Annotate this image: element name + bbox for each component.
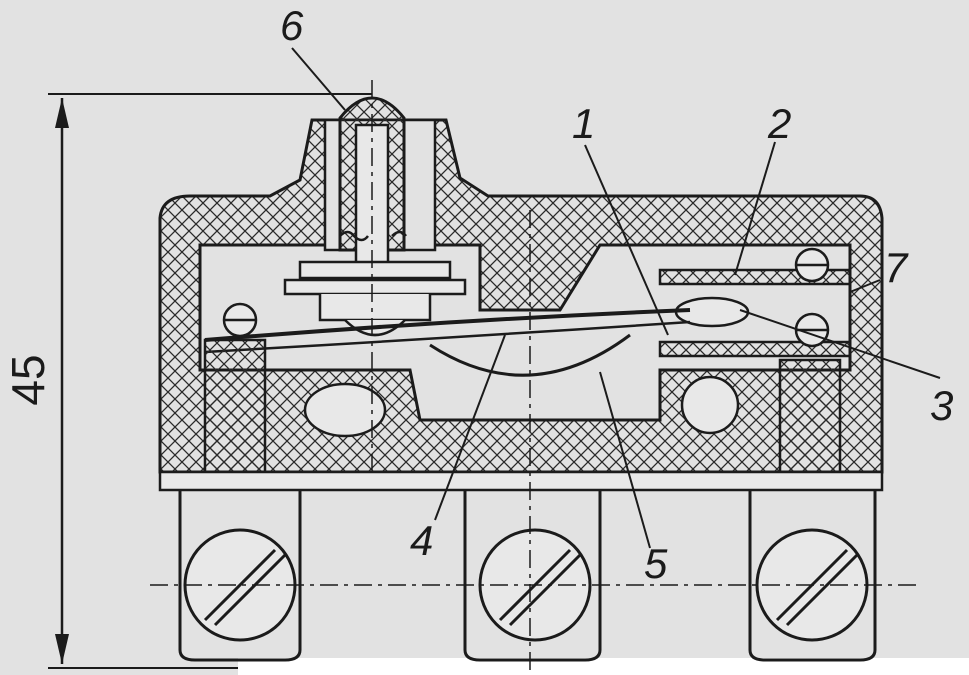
- callout-6: 6: [280, 2, 304, 49]
- snap-spring-strip: [204, 308, 691, 342]
- scan-margin: [238, 658, 969, 675]
- terminal-screws-internal: [222, 247, 830, 438]
- callout-7: 7: [884, 244, 909, 291]
- callout-2: 2: [767, 100, 791, 147]
- base-strip: [158, 470, 884, 492]
- terminal-posts: [203, 338, 842, 482]
- center-lines: [150, 80, 920, 670]
- height-dimension: [48, 93, 372, 669]
- callout-3: 3: [930, 382, 953, 429]
- dimension-label: 45: [2, 354, 54, 405]
- leader-lines: [291, 47, 941, 549]
- callout-1: 1: [572, 100, 595, 147]
- callout-5: 5: [644, 540, 668, 587]
- return-spring: [339, 230, 407, 242]
- lower-contact-plate: [658, 340, 852, 358]
- callout-4: 4: [410, 517, 433, 564]
- curved-spring: [429, 333, 631, 377]
